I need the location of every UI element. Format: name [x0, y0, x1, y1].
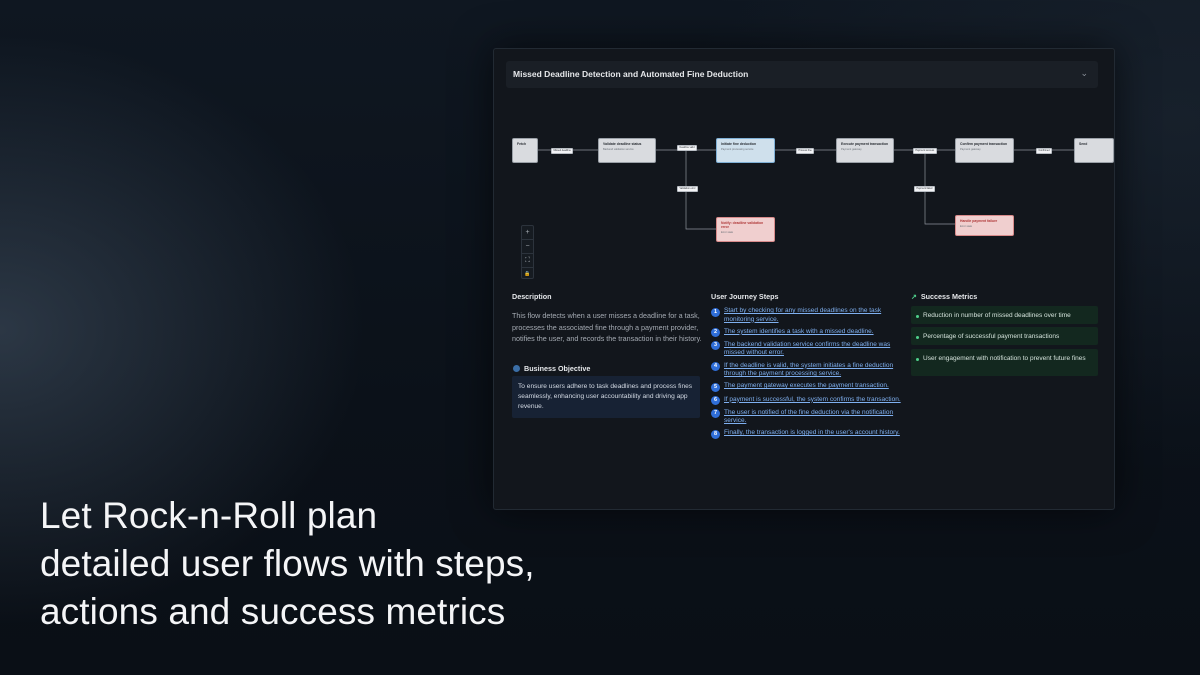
user-flow-panel: Missed Deadline Detection and Automated …	[493, 48, 1115, 510]
edge-label: Payment failed	[914, 186, 935, 192]
tagline-line-3: actions and success metrics	[40, 591, 506, 632]
flow-node-confirm-payment[interactable]: Confirm payment transaction Payment gate…	[955, 138, 1014, 163]
flow-node-payment-failure[interactable]: Handle payment failure Error state	[955, 215, 1014, 236]
node-title: Send	[1079, 142, 1088, 146]
metric-text: User engagement with notification to pre…	[923, 355, 1086, 362]
journey-step[interactable]: 5 The payment gateway executes the paymen…	[711, 382, 901, 392]
node-title: Fetch	[517, 142, 527, 146]
description-text: This flow detects when a user misses a d…	[512, 311, 702, 343]
flow-title: Missed Deadline Detection and Automated …	[513, 69, 749, 79]
journey-step[interactable]: 6 If payment is successful, the system co…	[711, 396, 901, 406]
journey-step[interactable]: 1 Start by checking for any missed deadli…	[711, 307, 901, 324]
node-subtitle: Error state	[721, 231, 734, 235]
flow-node-execute-payment[interactable]: Execute payment transaction Payment gate…	[836, 138, 894, 163]
flow-node-validation-error[interactable]: Notify: deadline validation error Error …	[716, 217, 775, 242]
zoom-out-button[interactable]: −	[522, 240, 533, 254]
step-text[interactable]: The system identifies a task with a miss…	[724, 327, 874, 335]
metric-item: User engagement with notification to pre…	[911, 349, 1098, 376]
node-subtitle: Payment gateway	[841, 148, 862, 152]
flow-edges	[538, 148, 1077, 231]
chevron-down-icon[interactable]: ⌄	[1080, 68, 1088, 78]
trending-up-icon: ↗	[911, 294, 917, 301]
zoom-in-button[interactable]: +	[522, 226, 533, 240]
tagline-line-2: detailed user flows with steps,	[40, 543, 535, 584]
lock-icon[interactable]: 🔒	[524, 271, 531, 277]
fit-view-button[interactable]: ⛶	[522, 254, 533, 268]
business-objective-label: Business Objective	[524, 364, 591, 373]
flow-header[interactable]: Missed Deadline Detection and Automated …	[506, 61, 1098, 88]
node-subtitle: Payment processing service	[721, 148, 754, 152]
node-title: Notify: deadline validation error	[721, 221, 764, 230]
step-text[interactable]: The payment gateway executes the payment…	[724, 382, 889, 390]
step-text[interactable]: Start by checking for any missed deadlin…	[724, 307, 882, 323]
step-text[interactable]: If payment is successful, the system con…	[724, 395, 901, 403]
edge-label: Missed deadline	[551, 148, 574, 154]
edge-label: Process fine	[796, 148, 815, 154]
flow-node-fetch[interactable]: Fetch	[512, 138, 538, 163]
bullet-icon	[916, 357, 919, 361]
node-title: Validate deadline status	[603, 142, 642, 146]
flow-node-send[interactable]: Send	[1074, 138, 1114, 163]
step-number: 2	[711, 328, 720, 338]
step-text[interactable]: The user is notified of the fine deducti…	[724, 408, 894, 425]
zoom-controls: + − ⛶ 🔒	[521, 225, 534, 279]
node-subtitle: Payment gateway	[960, 148, 981, 152]
journey-step[interactable]: 7 The user is notified of the fine deduct…	[711, 409, 901, 426]
flow-diagram[interactable]: Fetch Validate deadline status Backend v…	[494, 125, 1114, 253]
journey-title: User Journey Steps	[711, 292, 779, 301]
edge-label: Deadline valid	[677, 145, 698, 151]
step-number: 5	[711, 382, 720, 392]
journey-steps: 1 Start by checking for any missed deadli…	[711, 307, 901, 443]
tagline: Let Rock-n-Roll plan detailed user flows…	[40, 492, 640, 636]
node-subtitle: Error state	[960, 225, 973, 229]
tagline-line-1: Let Rock-n-Roll plan	[40, 495, 378, 536]
metrics-title: ↗Success Metrics	[911, 292, 977, 301]
business-objective-title: Business Objective	[513, 364, 590, 373]
flow-node-validate[interactable]: Validate deadline status Backend validat…	[598, 138, 656, 163]
step-number: 8	[711, 429, 720, 439]
node-title: Execute payment transaction	[841, 142, 889, 146]
step-number: 6	[711, 396, 720, 406]
step-number: 4	[711, 362, 720, 372]
metric-item: Reduction in number of missed deadlines …	[911, 306, 1098, 324]
step-text[interactable]: The backend validation service confirms …	[724, 340, 891, 357]
journey-step[interactable]: 8 Finally, the transaction is logged in t…	[711, 429, 901, 439]
node-subtitle: Backend validation service	[603, 148, 634, 152]
metrics-label: Success Metrics	[920, 292, 978, 301]
metric-item: Percentage of successful payment transac…	[911, 327, 1098, 345]
node-title: Confirm payment transaction	[960, 142, 1008, 146]
step-text[interactable]: Finally, the transaction is logged in th…	[724, 429, 900, 437]
journey-step[interactable]: 3 The backend validation service confirms…	[711, 341, 901, 358]
step-text[interactable]: If the deadline is valid, the system ini…	[724, 361, 894, 378]
step-number: 1	[711, 307, 720, 317]
metric-text: Percentage of successful payment transac…	[923, 333, 1060, 340]
description-title: Description	[512, 292, 552, 301]
journey-step[interactable]: 4 If the deadline is valid, the system in…	[711, 362, 901, 379]
node-title: Initiate fine deduction	[721, 142, 757, 146]
target-icon	[513, 365, 520, 372]
flow-node-initiate-fine[interactable]: Initiate fine deduction Payment processi…	[716, 138, 775, 163]
metric-text: Reduction in number of missed deadlines …	[923, 312, 1071, 319]
step-number: 3	[711, 341, 720, 351]
bullet-icon	[916, 314, 919, 318]
bullet-icon	[916, 335, 919, 339]
edge-label: Payment success	[913, 148, 937, 154]
journey-step[interactable]: 2 The system identifies a task with a mis…	[711, 328, 901, 338]
node-title: Handle payment failure	[960, 219, 998, 223]
edge-label: Validation error	[677, 186, 699, 192]
business-objective-text: To ensure users adhere to task deadlines…	[512, 376, 700, 418]
edge-label: Confirmed	[1036, 148, 1053, 154]
step-number: 7	[711, 409, 720, 419]
